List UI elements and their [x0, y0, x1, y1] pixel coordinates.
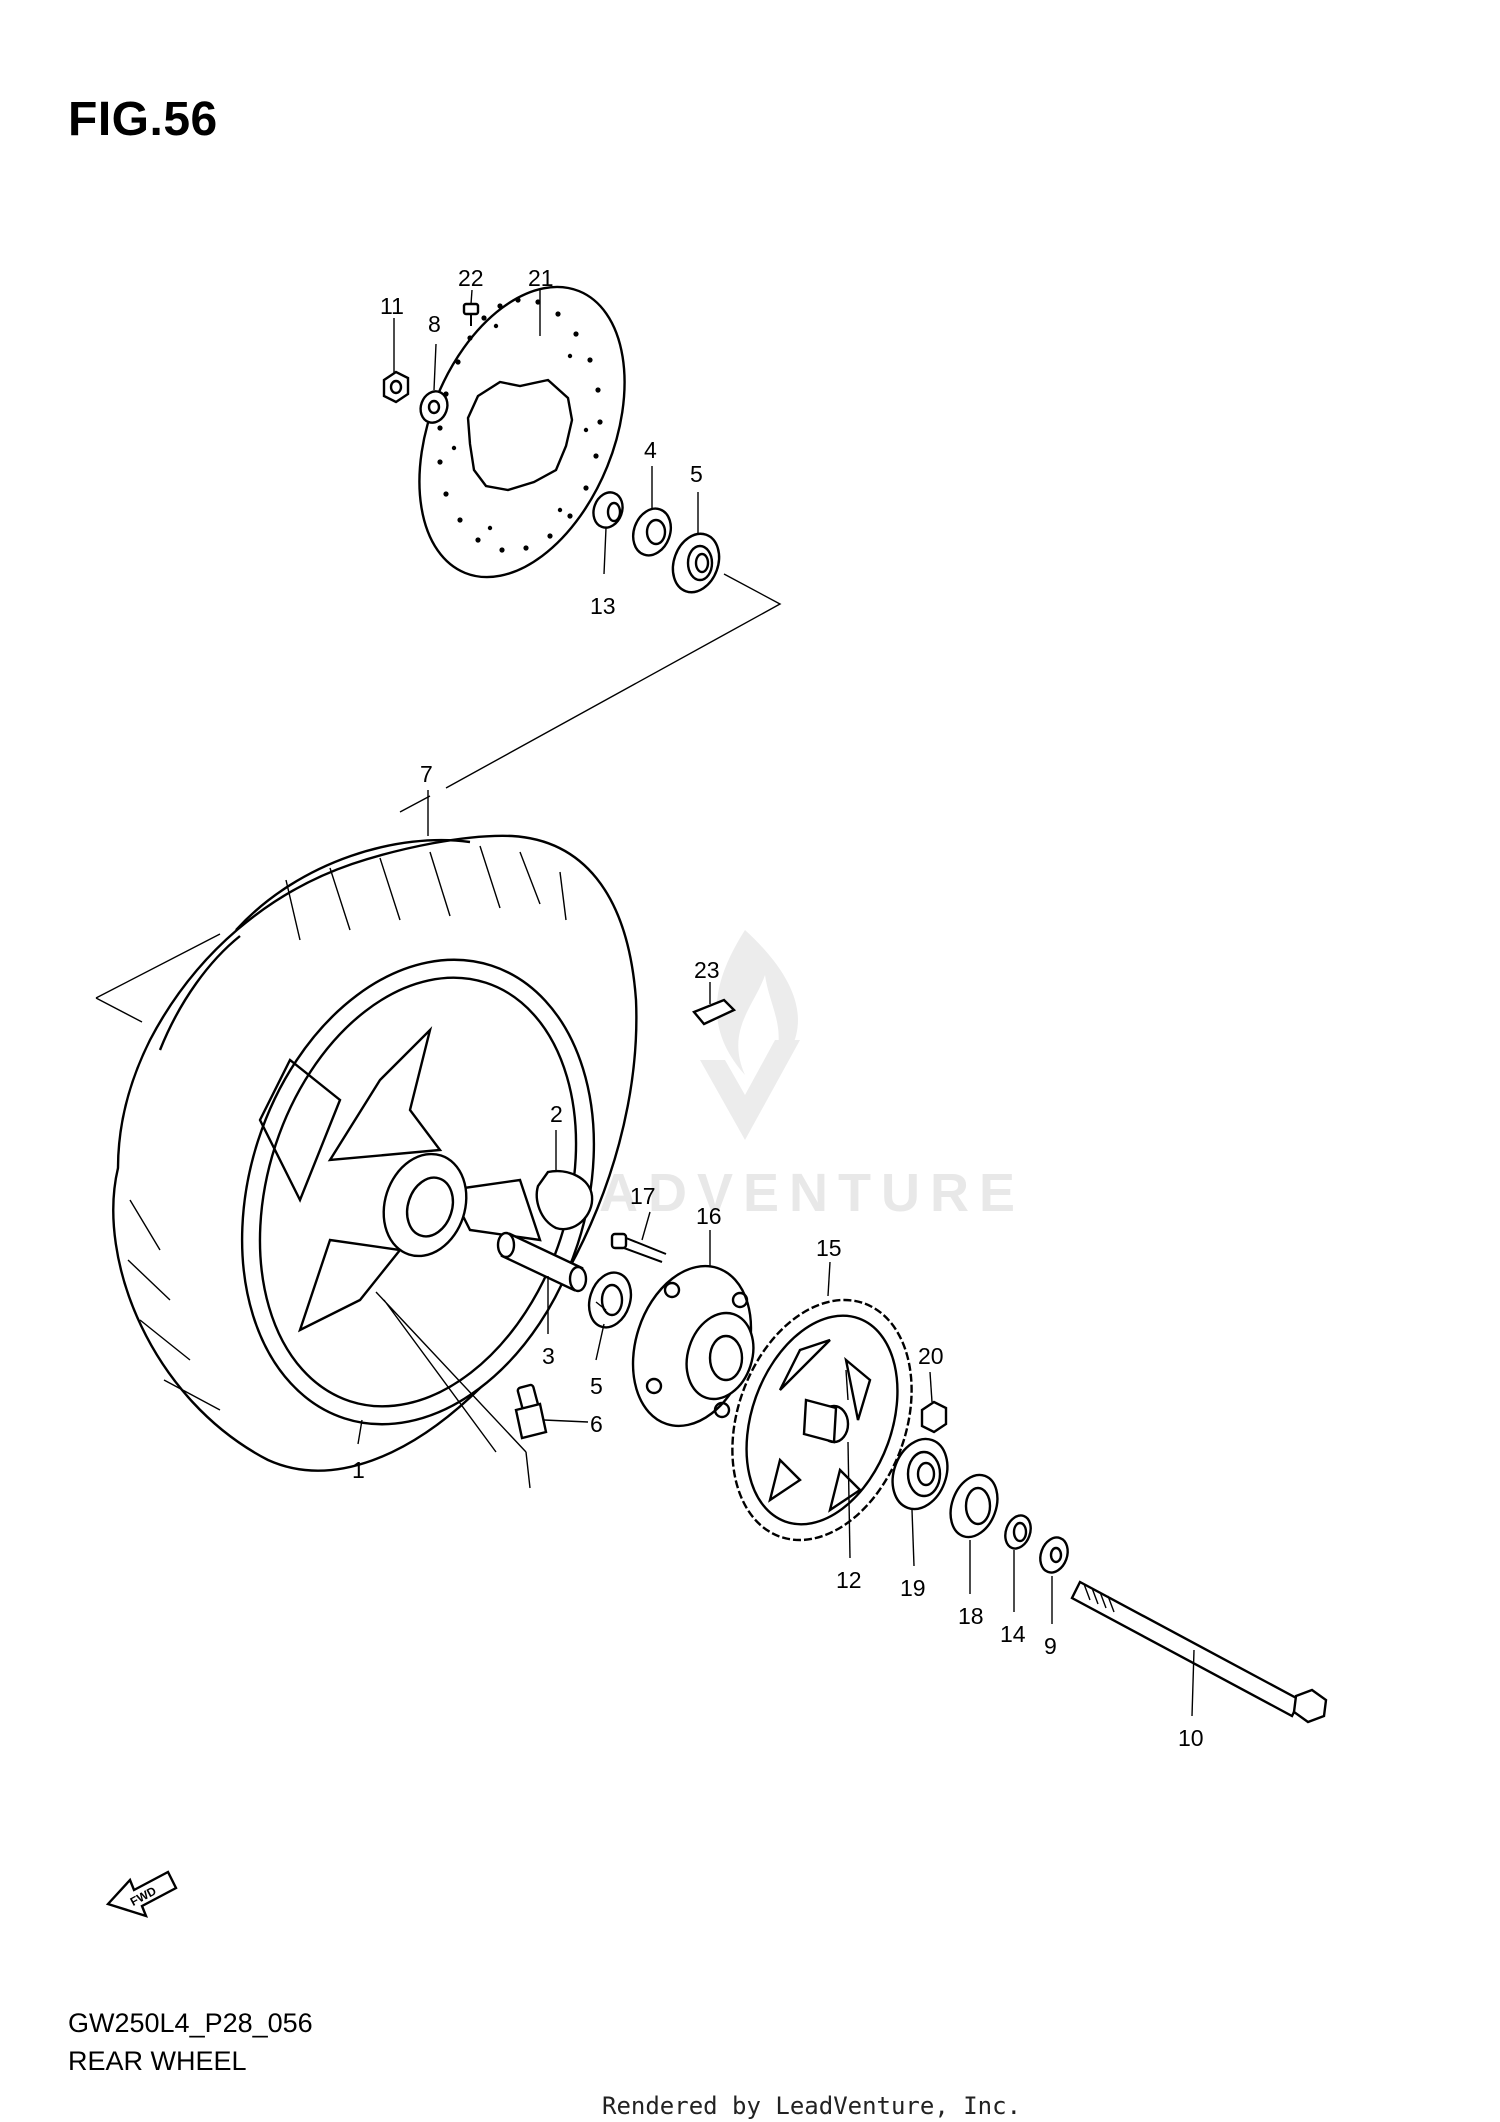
leader-lines: [357, 289, 1195, 1717]
spacer-13: [592, 491, 624, 529]
nut-11: [382, 370, 410, 404]
callout-10: 10: [1178, 1725, 1204, 1751]
bearing-19: [891, 1437, 949, 1511]
fwd-arrow-icon: FWD: [105, 1870, 178, 1918]
balance-weight-23: [692, 998, 737, 1026]
seal-4: [631, 507, 673, 557]
callout-15: 15: [816, 1235, 842, 1261]
callout-11: 11: [380, 293, 404, 319]
seal-18: [949, 1473, 999, 1539]
nut-20: [920, 1400, 948, 1434]
valve-6: [514, 1383, 548, 1440]
callout-22: 22: [458, 265, 484, 291]
callout-7: 7: [420, 761, 433, 787]
bolt-17: [610, 1232, 667, 1263]
washer-8: [419, 390, 449, 424]
callout-1: 1: [352, 1457, 365, 1483]
credit-line: Rendered by LeadVenture, Inc.: [602, 2092, 1022, 2120]
reference-code: GW250L4_P28_056: [68, 2008, 313, 2038]
sprocket-15: [731, 1298, 913, 1542]
figure-title: FIG.56: [68, 93, 218, 146]
spacer-3: [496, 1231, 588, 1293]
callout-21: 21: [528, 265, 554, 291]
rubber-damper-2: [535, 1169, 594, 1231]
callout-19: 19: [900, 1575, 926, 1601]
brake-disc-21: [418, 285, 626, 579]
bearing-5-upper: [671, 532, 721, 594]
sprocket-hub-16: [631, 1264, 755, 1428]
bearing-5-lower: [587, 1271, 633, 1329]
callout-18: 18: [958, 1603, 984, 1629]
axle-10: [1070, 1580, 1328, 1724]
callout-23: 23: [694, 957, 720, 983]
callout-5-upper: 5: [690, 461, 703, 487]
washer-9: [1039, 1536, 1069, 1574]
callout-4: 4: [644, 437, 657, 463]
spacer-14: [1004, 1514, 1032, 1550]
watermark-logo: [700, 930, 800, 1140]
callout-16: 16: [696, 1203, 722, 1229]
callout-13: 13: [590, 593, 616, 619]
callout-17: 17: [630, 1183, 656, 1209]
callout-3: 3: [542, 1343, 555, 1369]
callout-20: 20: [918, 1343, 944, 1369]
callout-12: 12: [836, 1567, 862, 1593]
callout-6: 6: [590, 1411, 603, 1437]
callout-8: 8: [428, 311, 441, 337]
callout-2: 2: [550, 1101, 563, 1127]
wheel-rim-1: [240, 958, 596, 1426]
figure-caption: REAR WHEEL: [68, 2046, 247, 2076]
callout-5-lower: 5: [590, 1373, 603, 1399]
callout-14: 14: [1000, 1621, 1026, 1647]
callout-9: 9: [1044, 1633, 1057, 1659]
bolt-22: [462, 302, 480, 326]
